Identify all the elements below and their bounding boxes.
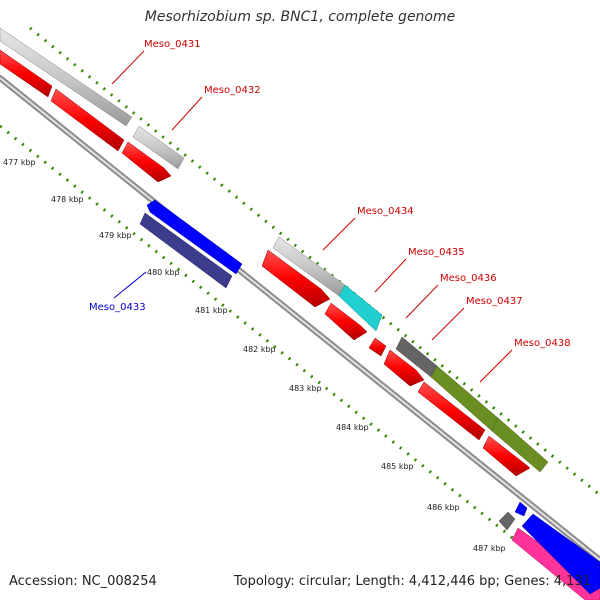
- scale-label: 485 kbp: [381, 462, 414, 471]
- leader-meso-0438: [479, 349, 513, 383]
- scale-label: 478 kbp: [51, 195, 84, 204]
- gene-feature-meso-0433[interactable]: [139, 212, 233, 289]
- scale-label: 483 kbp: [289, 384, 322, 393]
- gene-label-meso-0431[interactable]: Meso_0431: [144, 39, 201, 50]
- cds-feature-partial-blue-small[interactable]: [514, 501, 528, 517]
- forward-features: [0, 27, 600, 601]
- scale-label: 480 kbp: [147, 268, 180, 277]
- cds-feature-meso-0431-a[interactable]: [0, 49, 53, 98]
- leader-meso-0436: [405, 284, 439, 319]
- scale-label: 486 kbp: [427, 503, 460, 512]
- leader-meso-0433: [113, 271, 147, 299]
- cds-feature-meso-0438-a[interactable]: [417, 381, 486, 441]
- genome-backbone-highlight: [0, 77, 600, 561]
- cds-feature-meso-0435[interactable]: [324, 302, 368, 341]
- scale-label: 487 kbp: [473, 544, 506, 553]
- cds-feature-meso-0437[interactable]: [383, 349, 425, 387]
- scale-label: 481 kbp: [195, 306, 228, 315]
- gene-feature-meso-0431[interactable]: [0, 27, 133, 127]
- cds-feature-meso-0431-b[interactable]: [50, 88, 125, 152]
- map-title: Mesorhizobium sp. BNC1, complete genome: [144, 9, 456, 25]
- gene-feature-meso-0432[interactable]: [132, 125, 185, 170]
- leader-meso-0432: [171, 96, 203, 131]
- accession-text: Accession: NC_008254: [9, 574, 157, 589]
- gene-label-meso-0432[interactable]: Meso_0432: [204, 85, 261, 96]
- gene-labels: Meso_0431 Meso_0432 Meso_0433 Meso_0434 …: [89, 39, 571, 349]
- cds-feature-meso-0438-b[interactable]: [482, 435, 531, 477]
- tick-row-outer: [29, 26, 600, 497]
- gene-label-meso-0435[interactable]: Meso_0435: [408, 247, 465, 258]
- reverse-features: [139, 199, 600, 595]
- leader-meso-0435: [374, 258, 407, 293]
- leader-meso-0431: [111, 50, 145, 85]
- label-leaders: [111, 50, 513, 383]
- gene-feature-partial-gray[interactable]: [498, 511, 516, 531]
- cds-feature-meso-0432[interactable]: [121, 141, 172, 183]
- genome-summary-text: Topology: circular; Length: 4,412,446 bp…: [233, 574, 591, 589]
- gene-feature-meso-0438-b[interactable]: [491, 417, 549, 473]
- cds-feature-meso-0436[interactable]: [368, 337, 387, 357]
- scale-label: 482 kbp: [243, 345, 276, 354]
- scale-label: 477 kbp: [3, 158, 36, 167]
- leader-meso-0437: [431, 307, 465, 341]
- gene-label-meso-0434[interactable]: Meso_0434: [357, 206, 414, 217]
- gene-label-meso-0433[interactable]: Meso_0433: [89, 302, 146, 313]
- gene-label-meso-0438[interactable]: Meso_0438: [514, 338, 571, 349]
- tick-row-inner: [0, 124, 541, 562]
- cds-feature-partial-blue-large[interactable]: [521, 513, 600, 595]
- cds-feature-meso-0433[interactable]: [146, 199, 243, 275]
- scale-label: 484 kbp: [336, 423, 369, 432]
- gene-label-meso-0436[interactable]: Meso_0436: [440, 273, 497, 284]
- gene-feature-meso-0435[interactable]: [338, 284, 383, 332]
- scale-labels: 477 kbp 478 kbp 479 kbp 480 kbp 481 kbp …: [3, 158, 506, 553]
- gene-label-meso-0437[interactable]: Meso_0437: [466, 296, 523, 307]
- scale-label: 479 kbp: [99, 231, 132, 240]
- cds-feature-meso-0434[interactable]: [261, 249, 331, 308]
- leader-meso-0434: [322, 217, 356, 251]
